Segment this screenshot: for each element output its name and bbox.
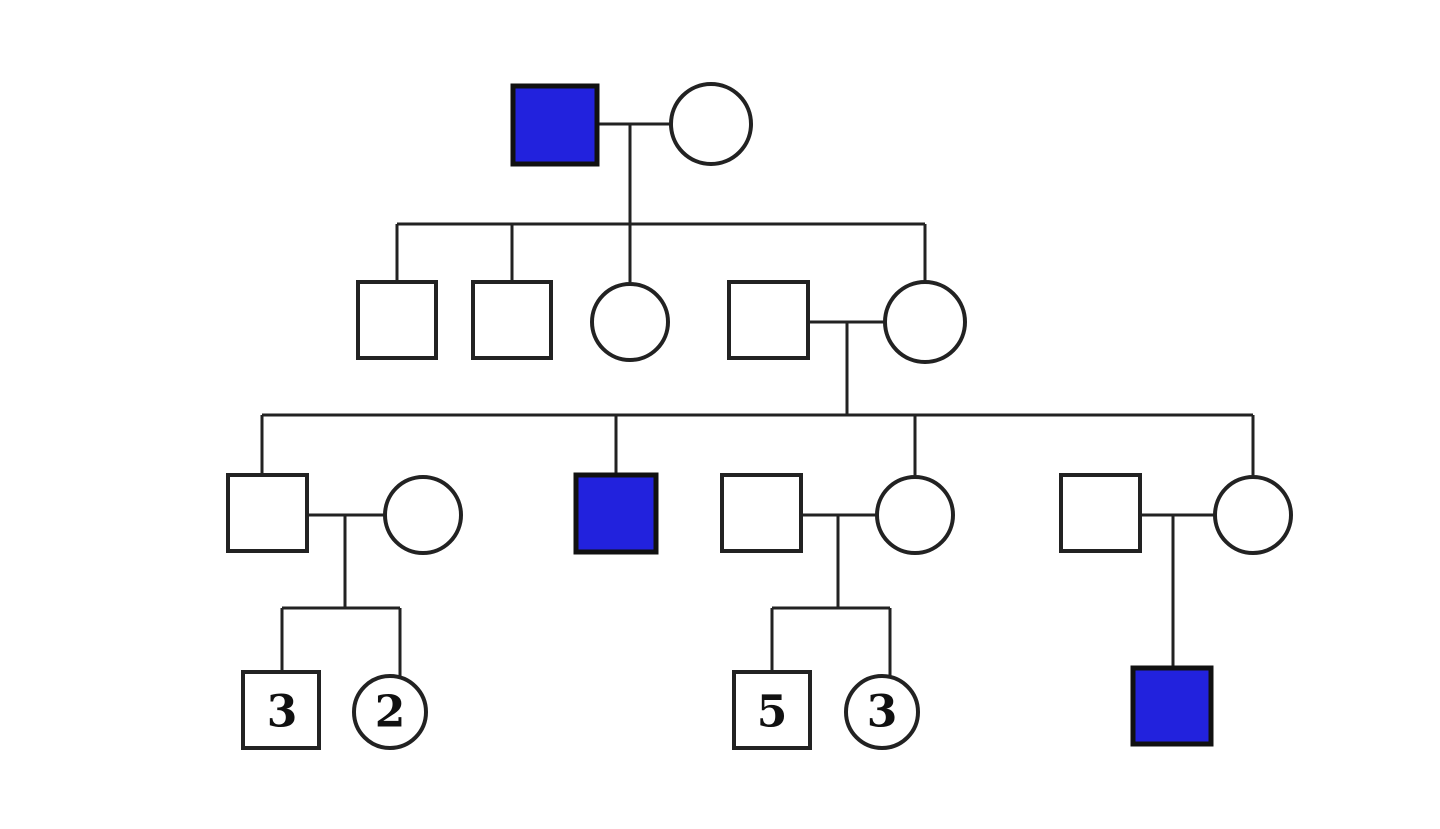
sibship-group-II bbox=[395, 222, 927, 282]
sibship-group-IV-a bbox=[280, 606, 402, 676]
individual-IV-4-count-label: 3 bbox=[867, 687, 898, 738]
individual-III-7-circle[interactable] bbox=[1213, 475, 1293, 555]
individual-II-4-square[interactable] bbox=[727, 280, 810, 360]
individual-IV-1-count-label: 3 bbox=[267, 687, 298, 738]
individual-II-1-square[interactable] bbox=[356, 280, 438, 360]
individual-IV-5-square-affected[interactable] bbox=[1130, 665, 1214, 747]
individual-IV-2-circle[interactable] bbox=[352, 674, 428, 750]
individual-III-1-square[interactable] bbox=[226, 473, 309, 553]
individual-IV-4-circle[interactable] bbox=[844, 674, 920, 750]
generation-2-group bbox=[356, 280, 967, 415]
individual-I-1-square-affected[interactable] bbox=[510, 83, 600, 167]
individual-III-2-circle[interactable] bbox=[383, 475, 463, 555]
individual-III-5-circle[interactable] bbox=[875, 475, 955, 555]
generation-4-group: 3 2 5 3 bbox=[241, 665, 1214, 750]
individual-III-6-square[interactable] bbox=[1059, 473, 1142, 553]
sibship-group-III bbox=[260, 413, 1255, 475]
individual-II-2-square[interactable] bbox=[471, 280, 553, 360]
individual-III-4-square[interactable] bbox=[720, 473, 803, 553]
individual-I-2-circle[interactable] bbox=[669, 82, 753, 166]
individual-IV-3-square[interactable] bbox=[732, 670, 812, 750]
sibship-group-IV-b bbox=[770, 606, 892, 676]
individual-III-3-square-affected[interactable] bbox=[573, 472, 659, 555]
individual-IV-1-square[interactable] bbox=[241, 670, 321, 750]
generation-3-group bbox=[226, 472, 1293, 668]
individual-II-5-circle[interactable] bbox=[883, 280, 967, 364]
individual-II-3-circle[interactable] bbox=[590, 282, 670, 362]
generation-1-group bbox=[510, 82, 753, 224]
individual-IV-2-count-label: 2 bbox=[375, 687, 406, 738]
individual-IV-3-count-label: 5 bbox=[757, 687, 788, 738]
